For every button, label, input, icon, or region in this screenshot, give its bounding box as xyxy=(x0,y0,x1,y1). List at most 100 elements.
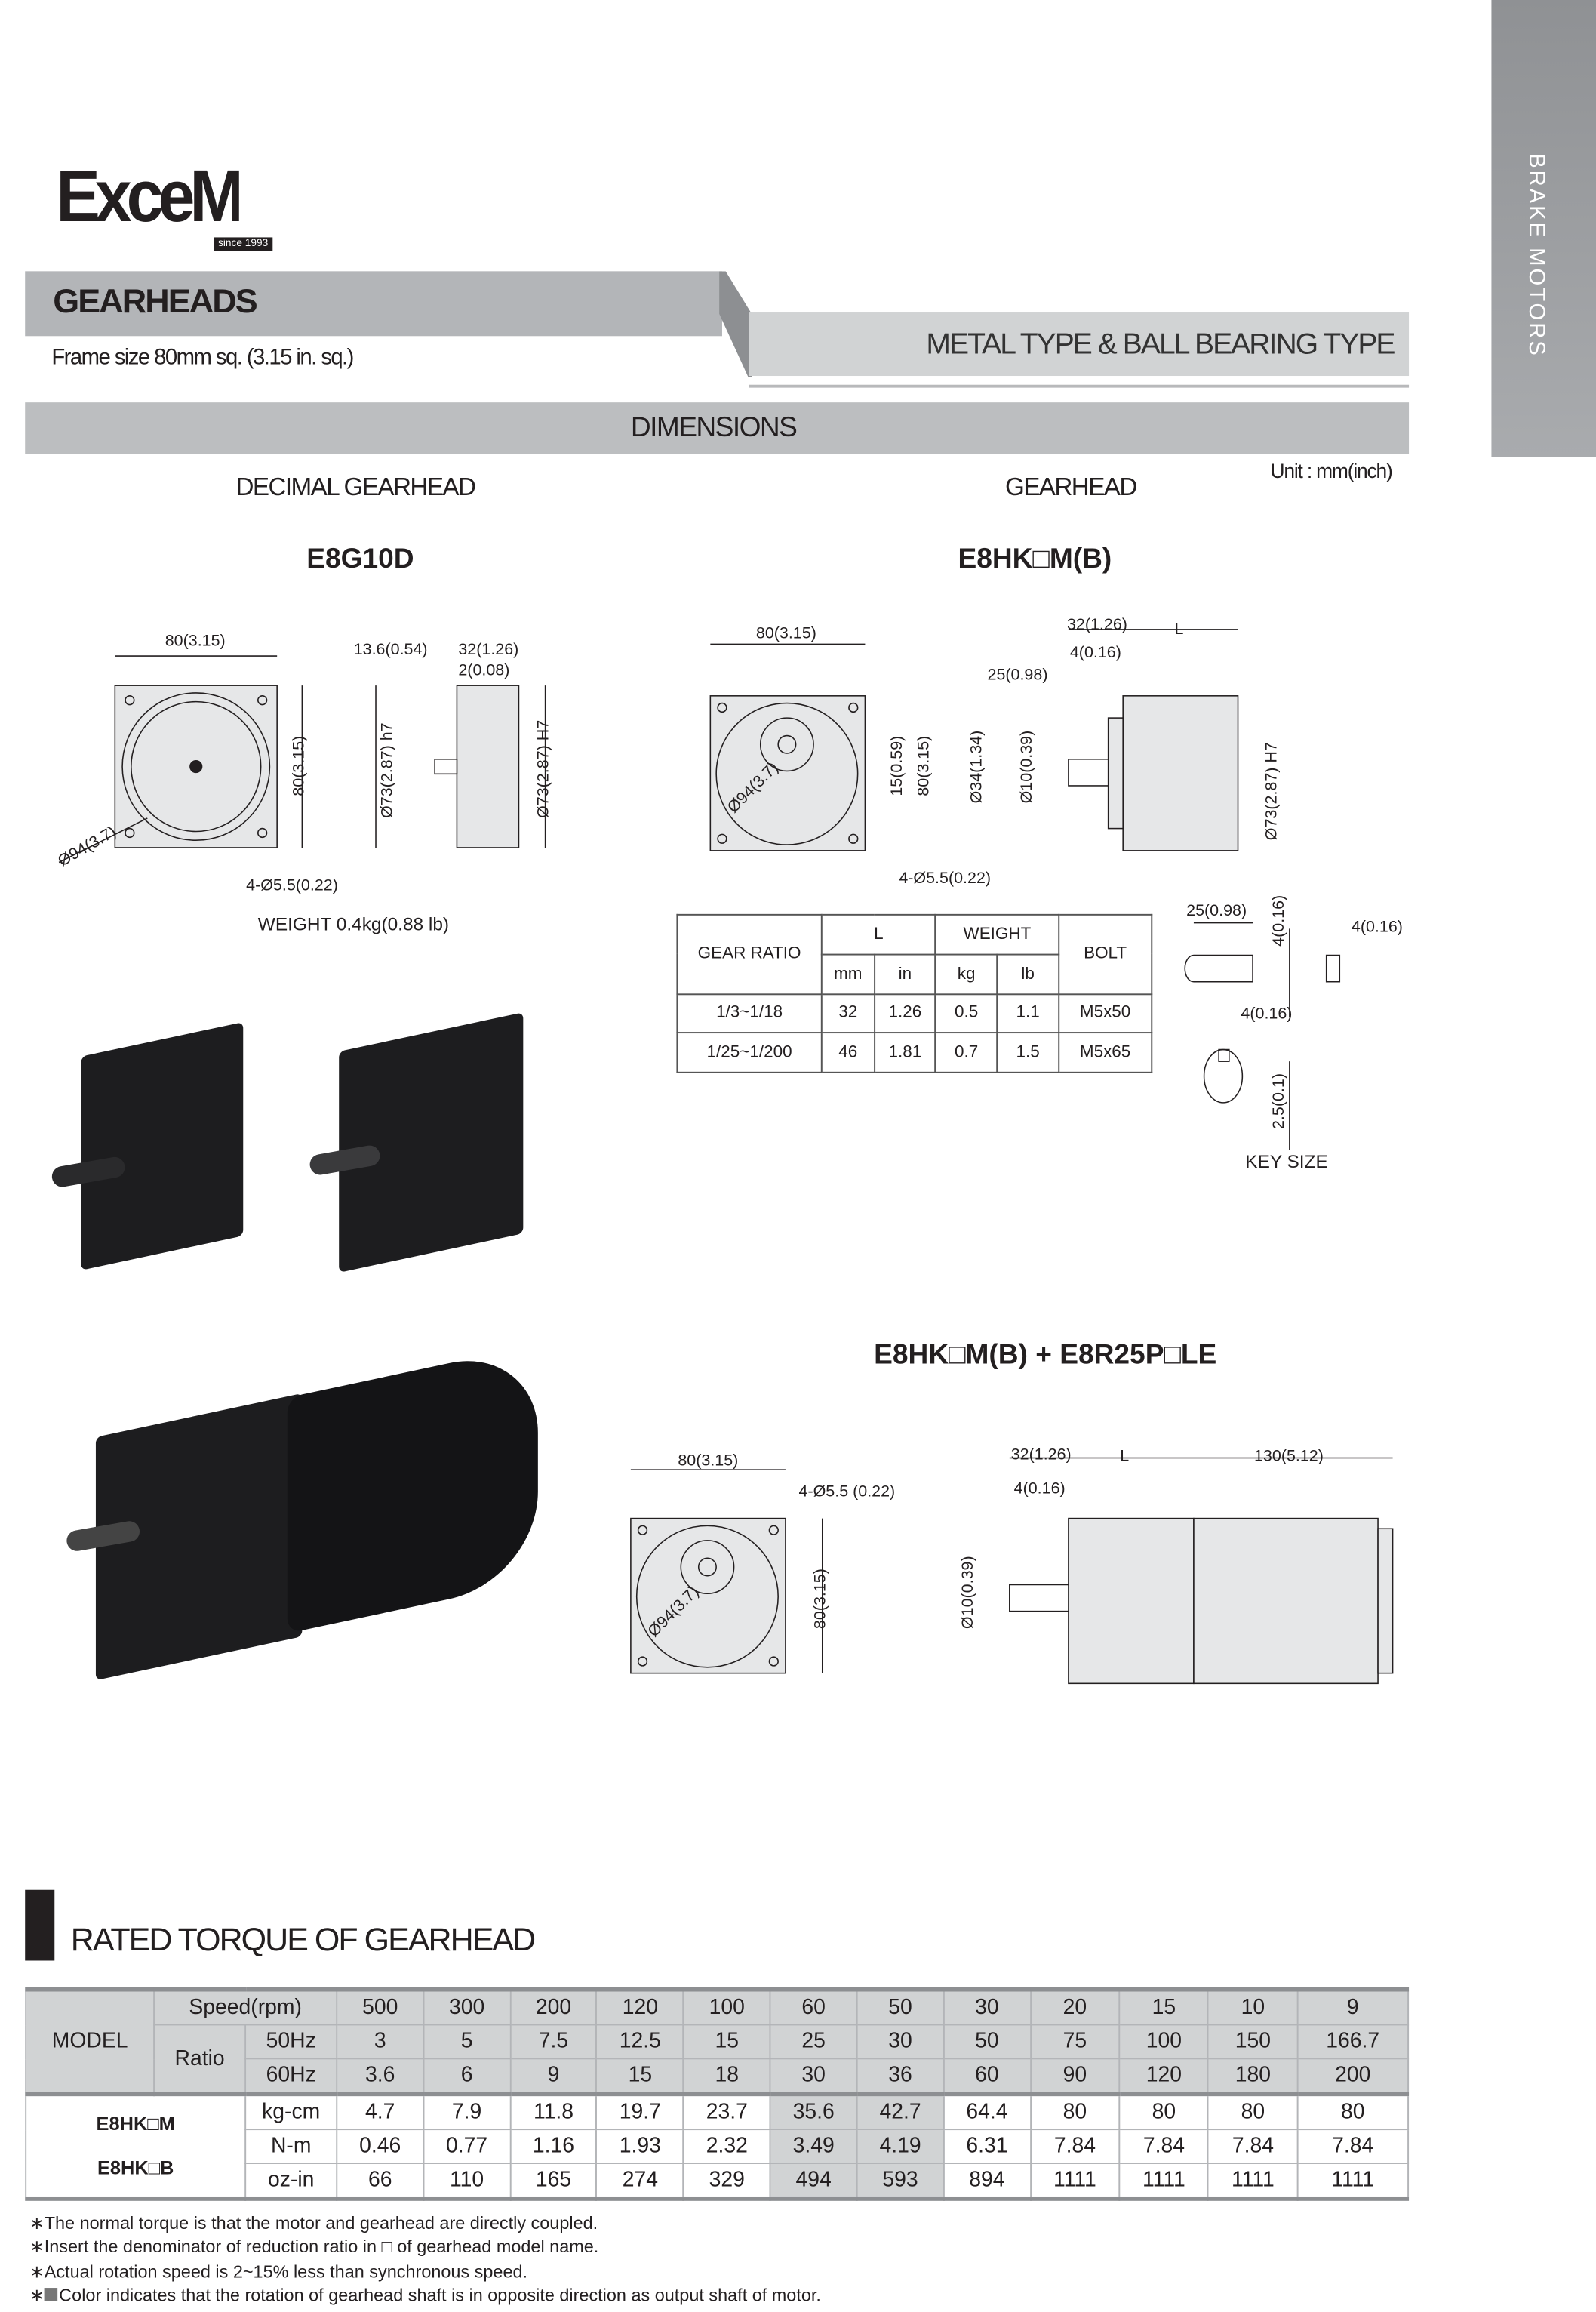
table-cell: 6.31 xyxy=(943,2129,1032,2165)
table-cell: 1.93 xyxy=(595,2129,684,2165)
col-header: L xyxy=(820,913,936,956)
table-cell: 2.32 xyxy=(682,2129,771,2165)
dim-label: 80(3.15) xyxy=(914,736,932,796)
table-cell: Speed(rpm) xyxy=(153,1988,338,2026)
combo-model: E8HK□M(B) + E8R25P□LE xyxy=(874,1340,1217,1371)
logo-tagline: since 1993 xyxy=(214,237,273,251)
unit-label: Unit : mm(inch) xyxy=(1270,460,1392,482)
asterisk-icon: ∗ xyxy=(29,2212,45,2233)
table-cell: 7.84 xyxy=(1296,2129,1410,2165)
combo-drawing: 80(3.15) 4-Ø5.5 (0.22) Ø94(3.7) 80(3.15)… xyxy=(630,1445,1394,1685)
dim-label: Ø73(2.87) H7 xyxy=(534,720,552,818)
table-cell: 90 xyxy=(1029,2058,1121,2095)
asterisk-icon: ∗ xyxy=(29,2284,45,2306)
divider xyxy=(749,384,1410,388)
table-cell: 1111 xyxy=(1029,2163,1121,2200)
dim-label: 13.6(0.54) xyxy=(354,640,428,658)
type-label: METAL TYPE & BALL BEARING TYPE xyxy=(926,328,1395,362)
col-header: lb xyxy=(996,953,1059,995)
table-cell: 7.84 xyxy=(1118,2129,1210,2165)
table-cell: 200 xyxy=(509,1988,598,2026)
title-band xyxy=(25,271,722,337)
band-divider xyxy=(719,271,752,377)
table-cell: 20 xyxy=(1029,1988,1121,2026)
col-header: in xyxy=(873,953,936,995)
table-cell: 80 xyxy=(1118,2092,1210,2131)
col-header: BOLT xyxy=(1057,913,1153,995)
dim-label: 4(0.16) xyxy=(1241,1005,1292,1023)
dim-label: 4(0.16) xyxy=(1269,895,1287,947)
torque-title: RATED TORQUE OF GEARHEAD xyxy=(70,1920,536,1958)
table-cell: 3.49 xyxy=(769,2129,858,2165)
table-cell: 80 xyxy=(1207,2092,1299,2131)
table-cell: 60Hz xyxy=(244,2058,338,2095)
table-cell: 180 xyxy=(1207,2058,1299,2095)
section-tab-label: BRAKE MOTORS xyxy=(1524,153,1549,358)
table-cell: 30 xyxy=(769,2058,858,2095)
dim-label: 32(1.26) xyxy=(1011,1445,1072,1463)
table-cell: 4.7 xyxy=(336,2092,425,2131)
table-cell: 4.19 xyxy=(856,2129,945,2165)
table-cell: 593 xyxy=(856,2163,945,2200)
table-cell: 7.84 xyxy=(1029,2129,1121,2165)
table-cell: 166.7 xyxy=(1296,2024,1410,2060)
key-size-title: KEY SIZE xyxy=(1245,1151,1328,1172)
table-cell: 120 xyxy=(595,1988,684,2026)
table-cell: 42.7 xyxy=(856,2092,945,2131)
table-cell: Ratio xyxy=(153,2024,247,2095)
table-cell: 200 xyxy=(1296,2058,1410,2095)
table-cell: 23.7 xyxy=(682,2092,771,2131)
frame-size: Frame size 80mm sq. (3.15 in. sq.) xyxy=(51,345,354,371)
dim-label: L xyxy=(1175,620,1184,638)
dim-label: 4(0.16) xyxy=(1352,917,1403,935)
table-cell: 5 xyxy=(423,2024,512,2060)
table-cell: 300 xyxy=(423,1988,512,2026)
decimal-gearhead-drawing: 80(3.15) 80(3.15) Ø94(3.7) 4-Ø5.5(0.22) … xyxy=(55,631,552,894)
table-cell: N-m xyxy=(244,2129,338,2165)
table-cell: 100 xyxy=(682,1988,771,2026)
table-cell: 100 xyxy=(1118,2024,1210,2060)
dim-label: 4-Ø5.5(0.22) xyxy=(899,869,991,887)
table-cell: 10 xyxy=(1207,1988,1299,2026)
dim-label: 80(3.15) xyxy=(289,736,307,796)
table-cell: 329 xyxy=(682,2163,771,2200)
gearhead-photo xyxy=(50,1002,530,1298)
dim-label: 15(0.59) xyxy=(887,736,906,796)
table-cell: 1111 xyxy=(1296,2163,1410,2200)
table-cell: 1111 xyxy=(1118,2163,1210,2200)
table-cell: 494 xyxy=(769,2163,858,2200)
gearhead-heading: GEARHEAD xyxy=(1004,473,1137,502)
gearhead-model: E8HK□M(B) xyxy=(958,543,1112,575)
table-cell: 7.5 xyxy=(509,2024,598,2060)
col-header: kg xyxy=(934,953,998,995)
table-cell: 35.6 xyxy=(769,2092,858,2131)
dim-label: 4-Ø5.5 (0.22) xyxy=(799,1482,896,1500)
table-cell: 0.46 xyxy=(336,2129,425,2165)
dim-label: 80(3.15) xyxy=(811,1569,829,1629)
table-cell: 9 xyxy=(1296,1988,1410,2026)
model-name: E8HK□M xyxy=(96,2112,175,2135)
table-cell: 150 xyxy=(1207,2024,1299,2060)
table-cell: 120 xyxy=(1118,2058,1210,2095)
dim-label: Ø94(3.7) xyxy=(55,823,119,870)
table-cell: 25 xyxy=(769,2024,858,2060)
table-cell: 80 xyxy=(1296,2092,1410,2131)
dimensions-title: DIMENSIONS xyxy=(630,412,798,444)
table-cell: 894 xyxy=(943,2163,1032,2200)
table-cell: 30 xyxy=(856,2024,945,2060)
dim-label: 4(0.16) xyxy=(1070,643,1121,661)
table-cell: 66 xyxy=(336,2163,425,2200)
dim-label: 80(3.15) xyxy=(756,624,816,642)
table-cell: 30 xyxy=(943,1988,1032,2026)
dim-label: 25(0.98) xyxy=(1186,901,1247,919)
geared-motor-photo xyxy=(51,1341,538,1681)
dim-label: 80(3.15) xyxy=(165,631,226,649)
table-cell: 3.6 xyxy=(336,2058,425,2095)
